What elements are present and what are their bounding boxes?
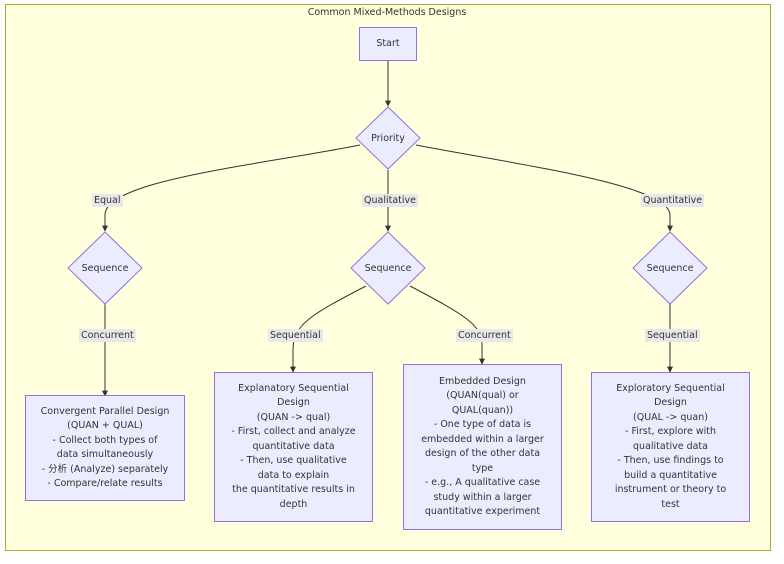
embedded-line: - One type of data is: [433, 419, 532, 430]
edge-seq-embedded: [409, 285, 485, 365]
edge-label-quantitative: Quantitative: [641, 194, 705, 207]
exploratory-line: test: [661, 498, 680, 510]
convergent-line: - 分析 (Analyze) separately: [41, 463, 169, 475]
explanatory-line: Design: [277, 397, 310, 409]
exploratory-line: Exploratory Sequential: [616, 382, 725, 394]
exploratory-line: - Then, use findings to: [617, 455, 724, 467]
explanatory-line: - First, collect and analyze: [231, 426, 356, 438]
embedded-line: (QUAN(qual) or: [446, 390, 519, 401]
convergent-parallel-node: Convergent Parallel Design (QUAN + QUAL)…: [25, 395, 185, 501]
convergent-line: - Collect both types of: [52, 434, 158, 446]
exploratory-line: Design: [654, 397, 687, 409]
exploratory-line: (QUAL -> quan): [633, 411, 708, 423]
sequence-diamond-qualitative: [350, 231, 426, 305]
edge-priority-quantitative: [415, 144, 673, 232]
sequence-diamond-quantitative: [632, 231, 708, 305]
embedded-design-node: Embedded Design (QUAN(qual) or QUAL(quan…: [403, 364, 562, 530]
embedded-line: type: [471, 462, 494, 474]
sequence-label-equal: Sequence: [81, 262, 129, 274]
sequence-label-qualitative: Sequence: [364, 262, 412, 274]
diagram-title: Common Mixed-Methods Designs: [307, 7, 467, 18]
explanatory-line: quantitative data: [252, 440, 335, 452]
exploratory-line: build a quantitative: [624, 469, 717, 481]
convergent-line: data simultaneously: [56, 449, 154, 460]
embedded-line: quantitative experiment: [424, 506, 541, 517]
embedded-line: - e.g., A qualitative case: [424, 477, 541, 488]
embedded-line: Embedded Design: [439, 375, 526, 387]
edge-priority-equal: [102, 144, 361, 232]
convergent-line: (QUAN + QUAL): [67, 420, 143, 431]
start-node: Start: [359, 27, 417, 61]
priority-diamond: [355, 106, 421, 170]
explanatory-line: Explanatory Sequential: [238, 382, 349, 394]
priority-label: Priority: [371, 132, 405, 144]
edge-label-sequential-1: Sequential: [268, 329, 323, 342]
exploratory-line: qualitative data: [633, 440, 708, 452]
embedded-line: study within a larger: [433, 491, 532, 503]
start-label: Start: [376, 37, 400, 49]
sequence-diamond-equal: [67, 231, 143, 305]
explanatory-line: the quantitative results in: [232, 484, 355, 496]
exploratory-sequential-node: Exploratory Sequential Design (QUAL -> q…: [591, 372, 750, 522]
embedded-line: design of the other data: [424, 448, 541, 459]
edge-label-concurrent-2: Concurrent: [456, 329, 513, 342]
edge-label-concurrent-1: Concurrent: [79, 329, 136, 342]
exploratory-line: instrument or theory to: [614, 484, 727, 496]
embedded-line: QUAL(quan)): [451, 404, 514, 416]
explanatory-line: - Then, use qualitative: [240, 455, 347, 467]
edge-seq-explanatory: [290, 285, 367, 373]
explanatory-line: data to explain: [257, 469, 330, 481]
edge-label-sequential-2: Sequential: [645, 329, 700, 342]
explanatory-line: depth: [279, 498, 308, 510]
embedded-line: embedded within a larger: [421, 433, 544, 445]
edge-label-equal: Equal: [92, 194, 123, 207]
edge-label-qualitative: Qualitative: [362, 194, 418, 207]
sequence-label-quantitative: Sequence: [646, 262, 694, 274]
convergent-line: - Compare/relate results: [47, 478, 163, 489]
exploratory-line: - First, explore with: [625, 426, 716, 438]
convergent-line: Convergent Parallel Design: [40, 405, 170, 417]
explanatory-sequential-node: Explanatory Sequential Design (QUAN -> q…: [214, 372, 373, 522]
explanatory-line: (QUAN -> qual): [256, 411, 331, 423]
